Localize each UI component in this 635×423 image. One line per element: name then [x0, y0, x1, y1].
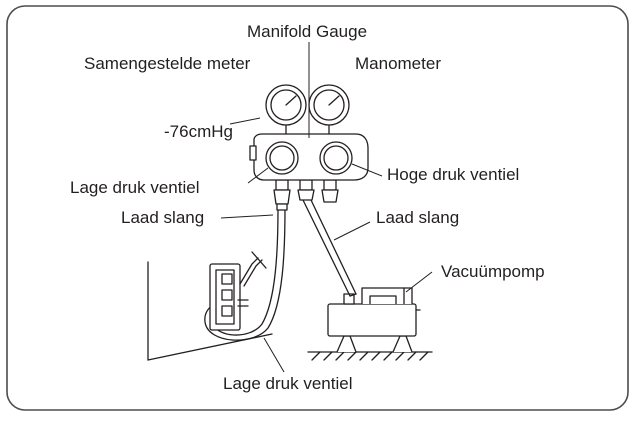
label-low-pressure-valve-bottom: Lage druk ventiel: [223, 374, 353, 393]
hose-coupler-center: [297, 179, 315, 201]
compound-meter-gauge: [265, 84, 307, 126]
service-valve: [209, 251, 267, 331]
leader-charge-hose-left: [220, 214, 274, 219]
charge-hose-right: [302, 199, 357, 297]
label-charge-hose-left: Laad slang: [121, 208, 205, 227]
vacuum-pump: [327, 287, 421, 353]
leader-low-pressure-valve: [247, 167, 269, 184]
leader-high-pressure-valve: [351, 163, 383, 177]
label-compound-meter: Samengestelde meter: [84, 54, 251, 73]
label-vacuum-pump: Vacuümpomp: [441, 262, 545, 281]
label-manometer: Manometer: [355, 54, 441, 73]
manifold-body: [249, 133, 369, 181]
leader-charge-hose-right: [333, 221, 371, 241]
label-high-pressure-valve: Hoge druk ventiel: [387, 165, 520, 184]
leader-vacuum-pump: [405, 271, 433, 293]
label-vacuum-reading: -76cmHg: [164, 122, 233, 141]
label-charge-hose-right: Laad slang: [376, 208, 460, 227]
diagram-border: [6, 5, 629, 411]
hose-coupler-right: [321, 179, 339, 203]
leader-vacuum-reading: [229, 117, 261, 125]
ground-hatching: [307, 351, 433, 361]
label-manifold-gauge: Manifold Gauge: [247, 22, 368, 41]
leader-low-pressure-valve-bottom: [263, 337, 285, 373]
manometer-gauge: [308, 84, 350, 126]
label-low-pressure-valve: Lage druk ventiel: [70, 178, 200, 197]
hose-coupler-left: [273, 179, 291, 211]
